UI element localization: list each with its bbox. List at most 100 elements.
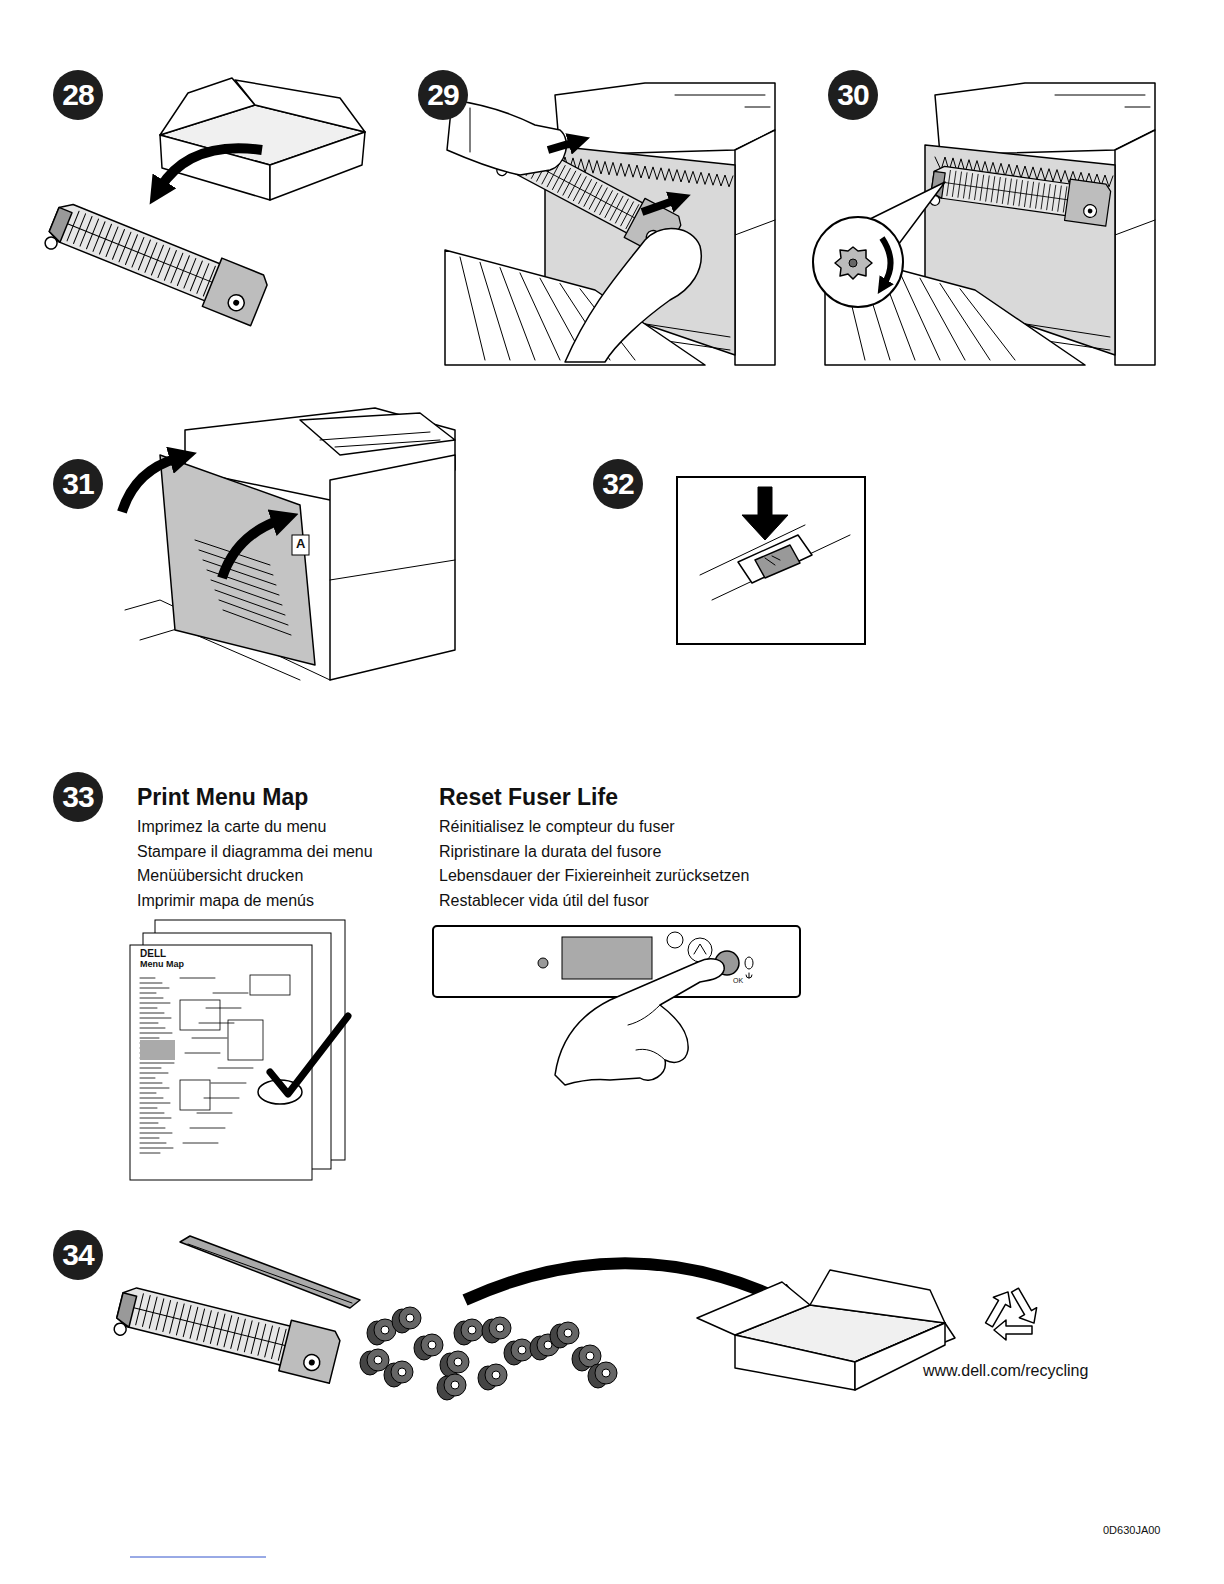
step-number: 33 [62, 780, 93, 814]
tray-edge [675, 95, 770, 107]
step-number: 31 [62, 467, 93, 501]
menu-line [140, 1108, 157, 1109]
menu-map-content [140, 975, 290, 1153]
printer-side [735, 130, 775, 365]
menu-line [199, 1023, 234, 1024]
roller-hub [492, 1371, 500, 1379]
menu-line [140, 1013, 164, 1014]
switch-plate [738, 535, 812, 583]
fuser-unit [929, 160, 1111, 229]
recycle-arrow [994, 1320, 1032, 1340]
step-number-circle: 28 [53, 70, 103, 120]
body-seam [330, 560, 455, 580]
menu-line [140, 1153, 160, 1154]
translation: Lebensdauer der Fixiereinheit zurücksetz… [439, 867, 749, 885]
roller-hub [518, 1346, 526, 1354]
roller-hub [428, 1341, 436, 1349]
roller-face [421, 1334, 443, 1356]
tray-line [320, 432, 440, 447]
roller-face [557, 1322, 579, 1344]
menu-line [140, 1008, 157, 1009]
feed-roller [504, 1339, 533, 1365]
menu-line [140, 993, 156, 994]
translation: Restablecer vida útil del fusor [439, 892, 649, 910]
translation: Menüübersicht drucken [137, 867, 303, 885]
translation: Imprimir mapa de menús [137, 892, 314, 910]
translation: Imprimez la carte du menu [137, 818, 326, 836]
roller-hub [454, 1358, 462, 1366]
inset-circle [813, 217, 903, 307]
step-number-circle: 31 [53, 459, 103, 509]
menu-line [140, 1038, 159, 1039]
menu-line [140, 1123, 158, 1124]
hand [447, 100, 566, 175]
menu-line [218, 1068, 253, 1069]
menu-line [140, 1073, 168, 1074]
carton-face [735, 1335, 855, 1390]
carton-face [855, 1323, 945, 1390]
translation: Ripristinare la durata del fusore [439, 843, 661, 861]
output-tray [300, 413, 455, 455]
fuser-end-cap [279, 1320, 342, 1383]
feed-roller [588, 1362, 617, 1388]
curved-arrow [222, 520, 280, 578]
menu-line [140, 1138, 159, 1139]
menu-line [140, 1023, 158, 1024]
menu-line [211, 1083, 246, 1084]
curved-arrow [160, 148, 262, 188]
carton-flap [697, 1282, 810, 1335]
menu-line [140, 1093, 156, 1094]
menu-line [140, 998, 163, 999]
fuser-end-block [115, 1293, 136, 1327]
menu-line [192, 1038, 227, 1039]
step-heading: Print Menu Map [137, 784, 308, 810]
fuser-knob [43, 235, 59, 251]
fuser-unit [113, 1279, 342, 1387]
fuser-unit [43, 194, 270, 329]
step-number: 29 [427, 78, 458, 112]
feed-roller [454, 1319, 483, 1345]
hand [555, 959, 724, 1085]
roller-hub [544, 1341, 552, 1349]
side-door [160, 455, 315, 665]
step-number-circle: 29 [418, 70, 468, 120]
power-symbol [746, 973, 752, 978]
cuff [470, 108, 471, 152]
roller-hub [406, 1314, 414, 1322]
feed-roller [550, 1322, 579, 1348]
finger-line [628, 1005, 665, 1060]
menu-line [204, 1098, 239, 1099]
printer-body-side [330, 455, 455, 680]
menu-line [180, 978, 215, 979]
fuser-ridge [942, 182, 1071, 200]
hand [565, 229, 701, 362]
menu-line [140, 1113, 164, 1114]
fuser-knob-hub [1087, 208, 1092, 213]
roller-hub [564, 1329, 572, 1337]
feed-roller [414, 1334, 443, 1360]
menu-line [140, 1088, 169, 1089]
recycle-arrow [980, 1287, 1016, 1330]
fuser-knob-hub [308, 1359, 315, 1366]
menu-line [140, 1143, 166, 1144]
menu-box [228, 1020, 263, 1060]
roller-face [485, 1364, 507, 1386]
menu-line [183, 1143, 218, 1144]
menu-box [250, 975, 290, 995]
printer-side [1115, 130, 1155, 365]
door-letter: A [296, 537, 305, 552]
button-label: OK [733, 977, 743, 985]
sheet [130, 945, 312, 1180]
menu-line [140, 1148, 173, 1149]
menu-line [140, 1098, 163, 1099]
roller-face [444, 1374, 466, 1396]
step-number-circle: 33 [53, 772, 103, 822]
push-arrow [642, 200, 676, 212]
recycle-arrow-shape [994, 1320, 1032, 1340]
menu-line [140, 1118, 171, 1119]
panel-led [745, 957, 753, 969]
menu-line [140, 988, 169, 989]
fuser-knob-hub [232, 299, 240, 307]
